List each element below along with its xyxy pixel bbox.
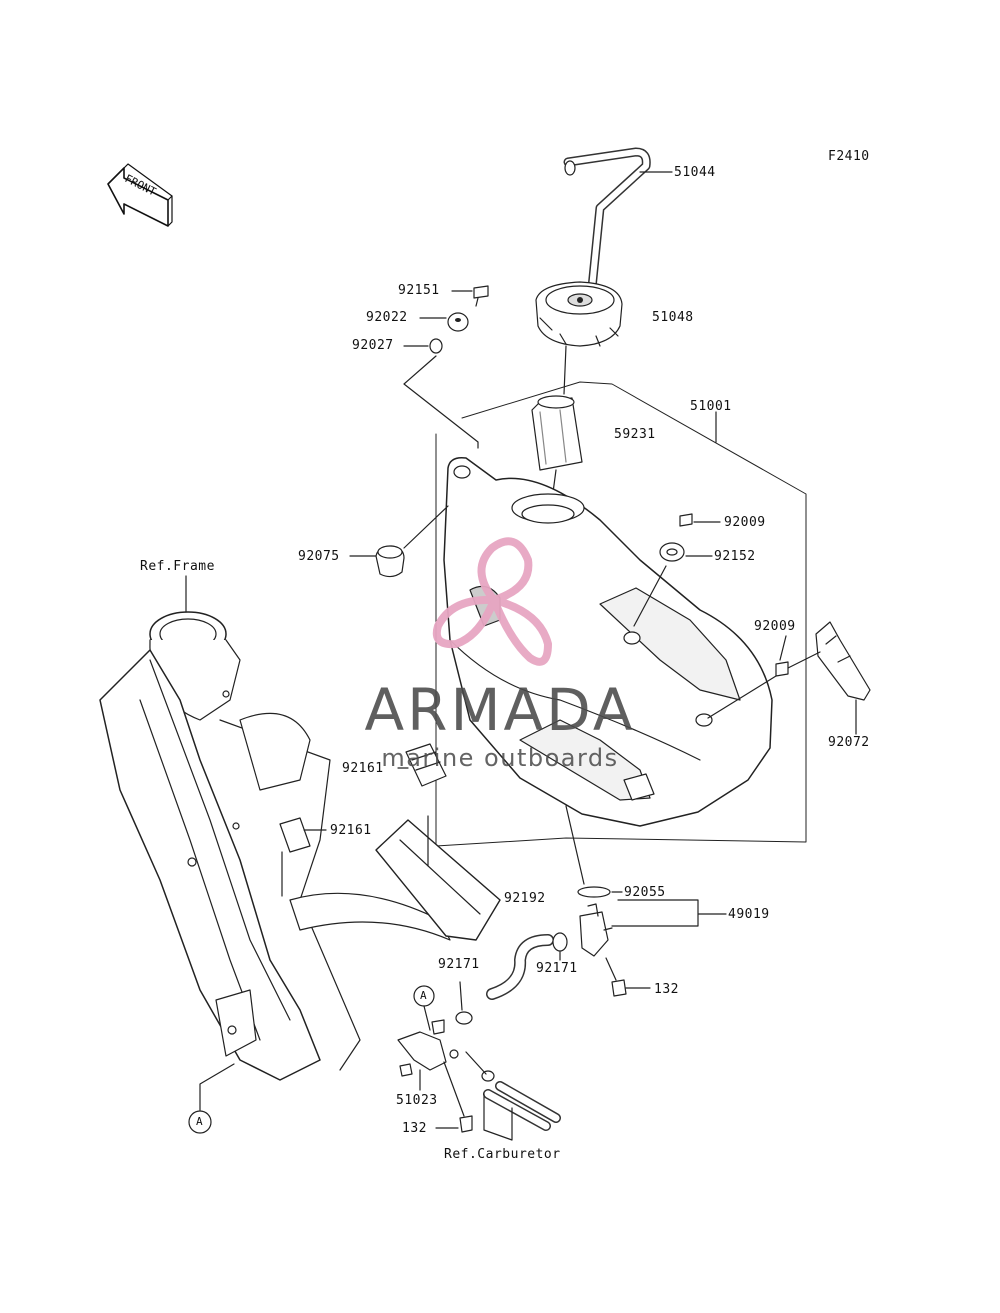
part-label-92022[interactable]: 92022 xyxy=(366,310,408,325)
leader-132a-cock xyxy=(605,957,617,981)
collar-92027-icon xyxy=(429,338,443,354)
carburetor-tube-icon xyxy=(481,1070,561,1131)
ref-frame-label[interactable]: Ref.Frame xyxy=(140,559,215,574)
leader-92009b xyxy=(779,635,787,661)
part-label-92055[interactable]: 92055 xyxy=(624,885,666,900)
leader-92075-tank xyxy=(403,505,449,549)
pad-92192-icon xyxy=(375,819,501,941)
washer-92152-icon xyxy=(659,542,685,562)
part-label-92151[interactable]: 92151 xyxy=(398,283,440,298)
leader-cap-tank xyxy=(563,345,567,395)
leader-92055-tank xyxy=(565,805,585,885)
watermark-brand: ARMADA xyxy=(364,676,636,744)
callout-a-upper-text: A xyxy=(420,989,428,1002)
part-label-51048[interactable]: 51048 xyxy=(652,310,694,325)
watermark-tagline: marine outboards xyxy=(381,744,619,772)
diagram-code: F2410 xyxy=(828,149,870,164)
callout-a-lower-text: A xyxy=(196,1115,204,1128)
part-label-92161-lower[interactable]: 92161 xyxy=(330,823,372,838)
fuel-cock-icon xyxy=(579,903,613,957)
leader-132b xyxy=(443,1061,465,1117)
part-label-92161-upper[interactable]: 92161 xyxy=(342,761,384,776)
callout-a-lower xyxy=(188,1110,212,1134)
leader-92171a xyxy=(459,981,463,1011)
part-label-92075[interactable]: 92075 xyxy=(298,549,340,564)
front-arrow-icon: FRONT xyxy=(107,163,173,227)
leader-92009b-tank xyxy=(707,675,777,719)
screw-132a-icon xyxy=(611,979,627,997)
part-label-92192[interactable]: 92192 xyxy=(504,891,546,906)
bolt-92009-icon xyxy=(679,513,693,527)
leader-92027-tank xyxy=(403,355,479,449)
leader-callout-a-upper xyxy=(423,1005,431,1031)
part-label-51044[interactable]: 51044 xyxy=(674,165,716,180)
fuel-pipe-icon xyxy=(397,1019,459,1077)
clamp-92171a-icon xyxy=(455,1011,473,1025)
part-label-49019[interactable]: 49019 xyxy=(728,907,770,922)
part-label-92171-left[interactable]: 92171 xyxy=(438,957,480,972)
part-label-92171-right[interactable]: 92171 xyxy=(536,961,578,976)
leader-callout-a-lower xyxy=(199,1063,235,1111)
part-label-59231[interactable]: 59231 xyxy=(614,427,656,442)
part-label-132-upper[interactable]: 132 xyxy=(654,982,679,997)
clamp-92161a-icon xyxy=(405,743,447,787)
part-label-92009-lower[interactable]: 92009 xyxy=(754,619,796,634)
fuel-cap-icon xyxy=(535,281,623,347)
frame-icon xyxy=(99,611,451,1081)
strap-92072-icon xyxy=(815,621,871,701)
screw-132b-icon xyxy=(459,1115,473,1133)
part-label-51001[interactable]: 51001 xyxy=(690,399,732,414)
assembly-bracket xyxy=(435,381,807,847)
propeller-logo-icon xyxy=(432,537,552,666)
ref-carburetor-label[interactable]: Ref.Carburetor xyxy=(444,1147,561,1162)
part-label-132-lower[interactable]: 132 xyxy=(402,1121,427,1136)
part-label-92027[interactable]: 92027 xyxy=(352,338,394,353)
fuel-filter-icon xyxy=(531,395,583,471)
bolt-92009b-icon xyxy=(775,661,789,677)
part-label-92072[interactable]: 92072 xyxy=(828,735,870,750)
damper-92022-icon xyxy=(447,312,469,332)
gasket-92055-icon xyxy=(577,886,611,898)
leader-carburetor xyxy=(465,1051,513,1141)
fuel-hose-icon xyxy=(486,934,554,1000)
part-label-92009-upper[interactable]: 92009 xyxy=(724,515,766,530)
leader-49019 xyxy=(611,899,727,927)
bolt-92151-icon xyxy=(473,285,489,307)
clamp-92171b-icon xyxy=(552,932,568,952)
leader-92152-tank xyxy=(633,565,667,627)
part-label-92152[interactable]: 92152 xyxy=(714,549,756,564)
clamp-92161b-icon xyxy=(279,817,311,853)
breather-hose-icon xyxy=(563,147,651,293)
leader-strap xyxy=(787,651,821,669)
part-label-51023[interactable]: 51023 xyxy=(396,1093,438,1108)
damper-92075-icon xyxy=(375,545,405,578)
